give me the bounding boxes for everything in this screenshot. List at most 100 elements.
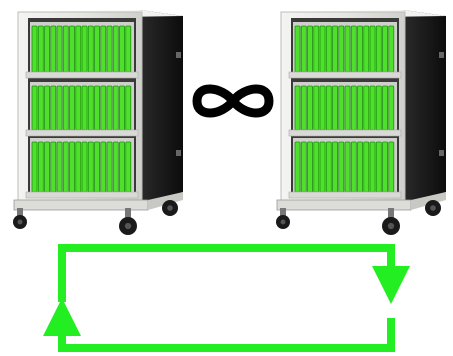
caster-hub [430,205,436,211]
hinge [176,52,181,58]
charging-device [339,86,344,130]
charging-device [120,26,125,72]
charging-device [345,142,350,192]
charging-device [88,86,93,130]
charging-device [45,26,50,72]
charging-device [32,86,37,130]
charging-device [63,26,68,72]
charging-device [314,142,319,192]
shelf-floor [289,72,401,78]
charging-device [389,86,394,130]
charging-device [76,142,81,192]
charging-device [301,26,306,72]
cart-side-panel [140,10,183,205]
charging-device [308,26,313,72]
loop-arrows [43,248,410,348]
charging-device [320,86,325,130]
charging-device [376,86,381,130]
charging-device [345,26,350,72]
charging-device [326,142,331,192]
charging-device [95,26,100,72]
charging-device [364,142,369,192]
charging-device [345,86,350,130]
charging-device [101,26,106,72]
charging-device [320,26,325,72]
charging-device [101,86,106,130]
charging-device [126,26,131,72]
charging-device [389,26,394,72]
charging-device [101,142,106,192]
charging-device [383,86,388,130]
charging-device [295,86,300,130]
charging-device [57,26,62,72]
charging-device [295,142,300,192]
cart-side-panel [403,10,446,205]
shelf-floor [289,192,401,198]
charging-device [51,26,56,72]
charging-device [113,142,118,192]
caster-hub [281,220,286,225]
charging-device [383,26,388,72]
charging-device [38,86,43,130]
charging-device [333,142,338,192]
charging-device [95,142,100,192]
caster-hub [388,223,394,229]
charging-device [82,86,87,130]
charging-device [326,26,331,72]
charging-device [107,26,112,72]
charging-device [339,26,344,72]
charging-device [32,142,37,192]
arrow-up-icon [43,298,81,336]
charging-device [308,142,313,192]
charging-device [126,86,131,130]
charging-device [57,86,62,130]
caster-hub [18,220,23,225]
charging-device [389,142,394,192]
hinge [439,150,444,156]
shelf-floor [26,72,138,78]
charging-device [38,26,43,72]
charging-device [314,26,319,72]
charging-device [326,86,331,130]
hinge [439,52,444,58]
charging-device [370,86,375,130]
charging-device [370,142,375,192]
charging-device [120,86,125,130]
charging-device [295,26,300,72]
charging-device [76,26,81,72]
charging-device [358,26,363,72]
charging-device [113,26,118,72]
charging-device [107,86,112,130]
charging-device [51,142,56,192]
charging-device [82,26,87,72]
charging-device [351,26,356,72]
shelf-floor [289,130,401,136]
charging-device [63,86,68,130]
charging-device [51,86,56,130]
caster-hub [167,205,173,211]
charging-device [88,142,93,192]
infinity-icon [197,89,269,113]
caster-hub [125,223,131,229]
charging-device [70,86,75,130]
charging-device [95,86,100,130]
charging-device [383,142,388,192]
charging-device [351,142,356,192]
charging-device [314,86,319,130]
charging-device [376,142,381,192]
hinge [176,150,181,156]
charging-device [120,142,125,192]
charging-device [351,86,356,130]
charging-device [333,26,338,72]
charging-device [364,26,369,72]
charging-device [339,142,344,192]
charging-device [113,86,118,130]
charging-device [358,86,363,130]
charging-device [333,86,338,130]
charging-device [76,86,81,130]
shelf-floor [26,130,138,136]
charging-device [63,142,68,192]
left-charging-cart [13,10,183,235]
charging-device [88,26,93,72]
